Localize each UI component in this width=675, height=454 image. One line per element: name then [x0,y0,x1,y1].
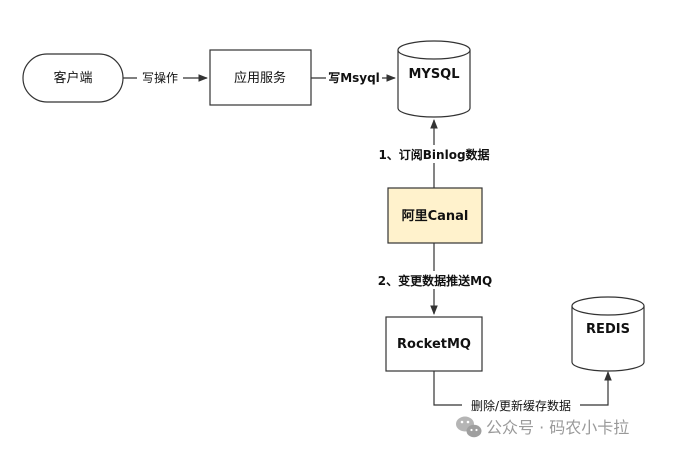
watermark: 公众号 · 码农小卡拉 [456,416,629,438]
mysql-label: MYSQL [408,67,459,82]
client-label: 客户端 [53,70,92,86]
edge-label-write-mysql: 写Msyql [328,71,380,85]
redis-label: REDIS [586,322,630,337]
edge-label-push-mq: 2、变更数据推送MQ [378,273,493,288]
edge-label-update-cache: 删除/更新缓存数据 [471,398,571,413]
wechat-icon [456,416,482,438]
app-service-label: 应用服务 [234,70,286,86]
redis-database: REDIS [571,296,645,372]
app-service-node: 应用服务 [209,49,312,106]
canal-node: 阿里Canal [387,187,483,244]
rocketmq-label: RocketMQ [397,337,471,352]
edge-label-subscribe-binlog: 1、订阅Binlog数据 [378,147,489,162]
edge-label-write-op: 写操作 [142,70,178,85]
client-node: 客户端 [22,53,124,103]
mysql-database: MYSQL [397,40,471,118]
canal-label: 阿里Canal [402,209,469,224]
rocketmq-node: RocketMQ [385,316,483,372]
watermark-text: 公众号 · 码农小卡拉 [486,418,629,437]
